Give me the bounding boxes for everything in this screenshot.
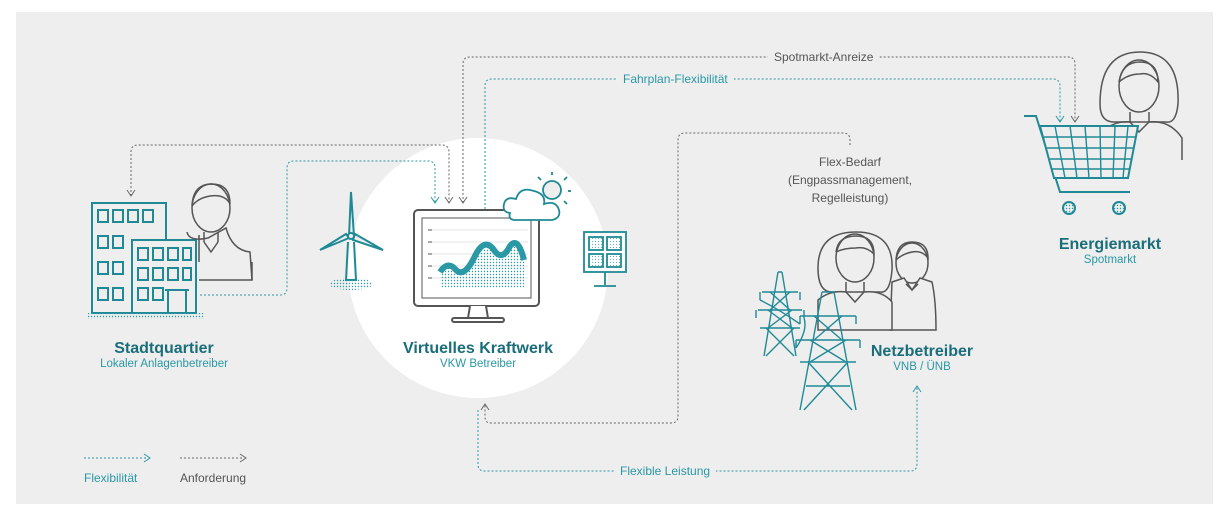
netzbetreiber-title: Netzbetreiber <box>870 343 974 360</box>
flow-fahrplan-flexibilitaet <box>484 78 1065 225</box>
wind-base <box>329 278 373 290</box>
person-icon <box>186 183 253 281</box>
shopping-cart-icon <box>1024 115 1140 215</box>
label-flex-bedarf-line-3: Regelleistung) <box>811 191 889 205</box>
flow-flex-stadtquartier <box>200 160 440 296</box>
stadtquartier-title: Stadtquartier <box>114 340 214 357</box>
node-vkw: Virtuelles Kraftwerk VKW Betreiber <box>378 340 578 370</box>
label-flex-bedarf-line-1: Flex-Bedarf <box>818 155 882 169</box>
network-operators-icon <box>817 231 937 331</box>
buildings-icon <box>91 202 197 314</box>
energiemarkt-title: Energiemarkt <box>1058 236 1162 253</box>
label-flexible-leistung: Flexible Leistung <box>614 464 717 478</box>
netzbetreiber-subtitle: VNB / ÜNB <box>893 361 951 373</box>
ground-strip-left <box>88 313 204 319</box>
flow-request-stadtquartier <box>126 144 454 204</box>
flow-flex-bedarf <box>480 132 851 424</box>
label-spotmarkt-anreize: Spotmarkt-Anreize <box>768 50 880 64</box>
node-energiemarkt: Energiemarkt Spotmarkt <box>1040 236 1180 266</box>
node-stadtquartier: Stadtquartier Lokaler Anlagenbetreiber <box>64 340 264 370</box>
label-flex-bedarf: Flex-Bedarf (Engpassmanagement, Regellei… <box>770 153 930 207</box>
vkw-title: Virtuelles Kraftwerk <box>403 340 553 357</box>
person-icon-market <box>1097 51 1183 160</box>
vkw-subtitle: VKW Betreiber <box>439 358 517 370</box>
stadtquartier-subtitle: Lokaler Anlagenbetreiber <box>100 358 228 370</box>
label-flex-bedarf-line-2: (Engpassmanagement, <box>787 173 913 187</box>
legend-request-label: Anforderung <box>180 471 247 485</box>
legend-flexibility-label: Flexibilität <box>84 471 138 485</box>
node-netzbetreiber: Netzbetreiber VNB / ÜNB <box>852 343 992 373</box>
legend-request-line <box>180 453 247 463</box>
monitor-chart-icon <box>413 209 540 323</box>
energiemarkt-subtitle: Spotmarkt <box>1083 254 1137 266</box>
solar-panel-icon <box>583 231 627 287</box>
label-fahrplan-flexibilitaet: Fahrplan-Flexibilität <box>617 72 734 86</box>
pylon-icon <box>755 271 861 411</box>
legend-flexibility-line <box>84 453 151 463</box>
cloud-sun-icon <box>502 172 571 221</box>
